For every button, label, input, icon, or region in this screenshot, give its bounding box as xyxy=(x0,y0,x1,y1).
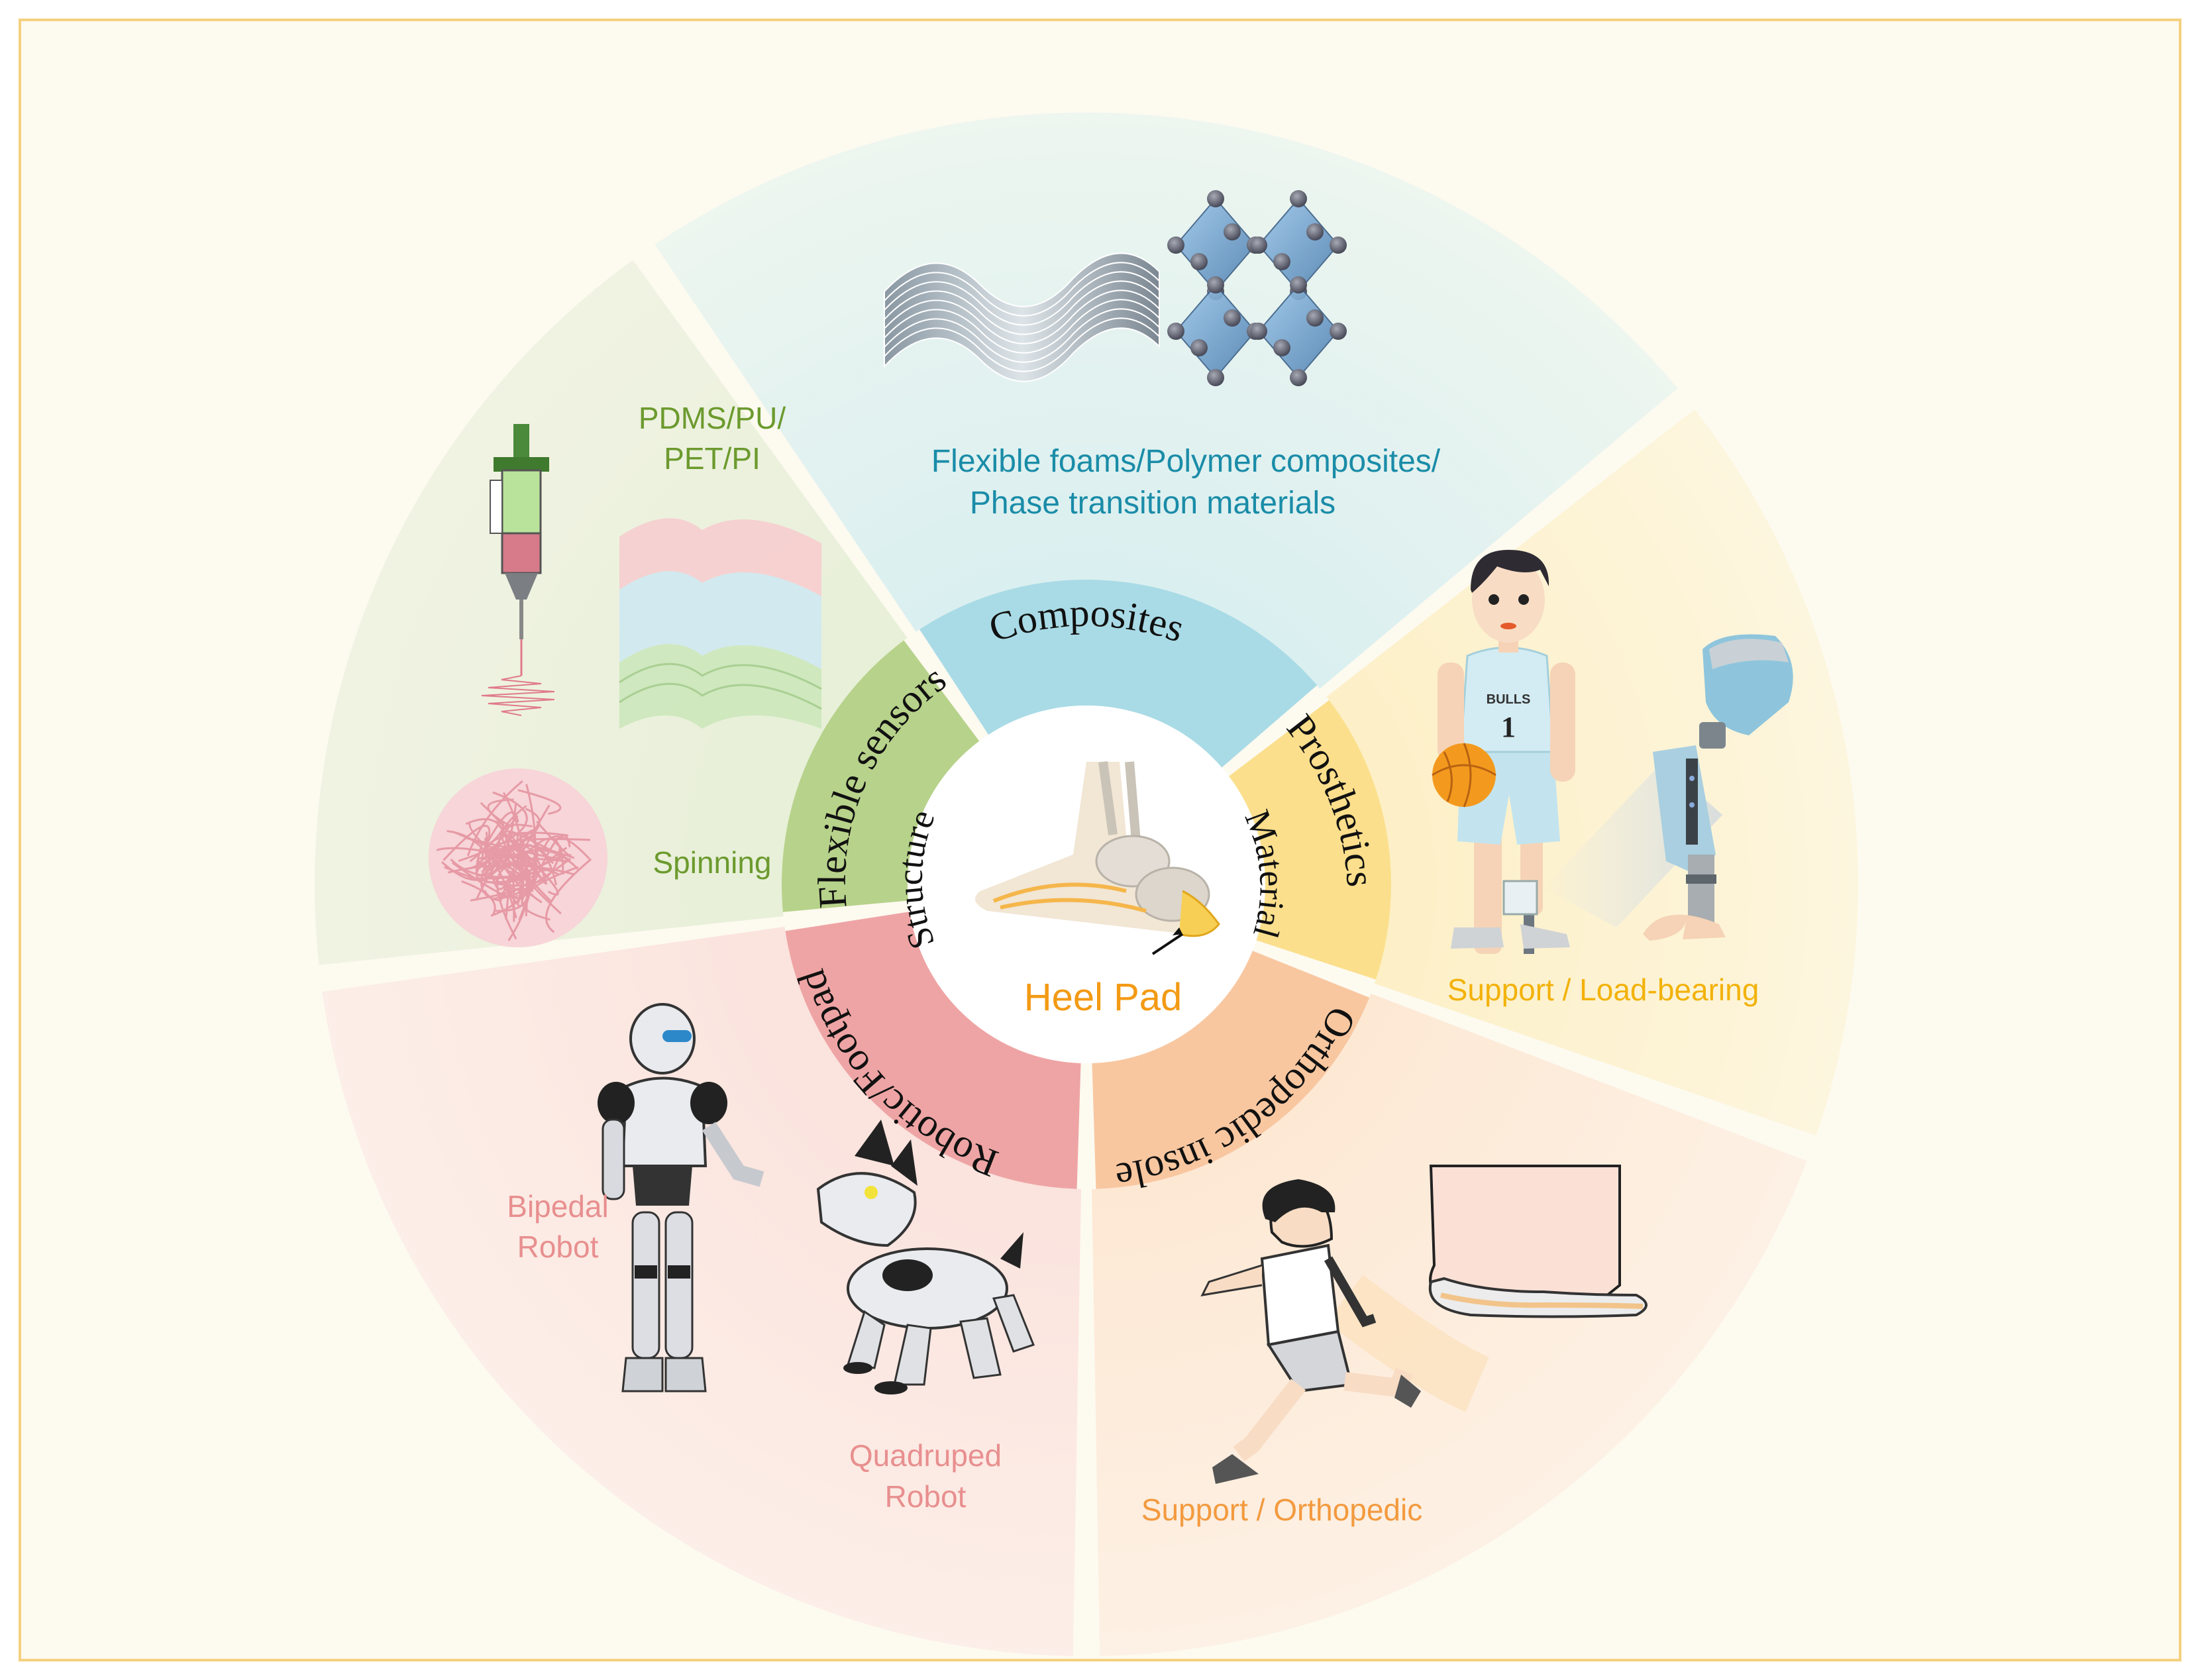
ring-band-orthopedic xyxy=(1092,951,1370,1189)
fiber-strand xyxy=(494,876,533,896)
fiber-strand xyxy=(484,837,490,866)
ring-band-composites xyxy=(919,580,1318,768)
hub-title: Heel Pad xyxy=(1024,976,1182,1019)
fiber-strand xyxy=(498,805,543,904)
inner-ring xyxy=(782,580,1391,1189)
ring-band-sensors xyxy=(782,640,980,912)
octahedron xyxy=(1167,190,1264,300)
jersey-number: 1 xyxy=(1501,711,1516,743)
foot-skeleton-icon xyxy=(975,761,1220,955)
jersey-team: BULLS xyxy=(1487,692,1531,707)
fiber-strand xyxy=(517,789,562,815)
fiber-strand xyxy=(466,780,523,857)
fiber-strand xyxy=(491,838,591,860)
quadruped-label-line1: Quadruped xyxy=(849,1438,1002,1473)
octahedron xyxy=(1167,276,1264,386)
robot-dog-icon xyxy=(816,1120,1035,1394)
sensor-materials-line2: PET/PI xyxy=(664,441,760,476)
fiber-strand xyxy=(487,798,514,829)
orthopedic-caption: Support / Orthopedic xyxy=(1141,1493,1422,1527)
wave-layers-icon xyxy=(884,252,1160,382)
prosthetic-leg-icon xyxy=(1544,634,1793,941)
ring-band-prosthetics xyxy=(1229,700,1391,980)
octahedron xyxy=(1250,276,1347,386)
fiber-strand xyxy=(509,844,575,915)
fiber-strand xyxy=(536,821,572,857)
syringe-icon xyxy=(481,424,555,716)
sector-robotic xyxy=(322,927,1081,1656)
sensor-materials-line1: PDMS/PU/ xyxy=(639,401,786,435)
insole-foot-icon xyxy=(1326,1165,1648,1412)
wave-sheet xyxy=(884,317,1160,382)
fiber-ball-icon xyxy=(429,768,607,947)
octahedron xyxy=(1250,190,1347,300)
ring-band-robotic xyxy=(785,912,1081,1189)
layered-film-icon xyxy=(619,518,822,729)
composites-materials-line1: Flexible foams/Polymer composites/ xyxy=(931,444,1441,479)
bipedal-label-line2: Robot xyxy=(517,1230,599,1264)
fiber-strand xyxy=(543,835,590,860)
basketball-player-icon: BULLS 1 xyxy=(1432,550,1575,954)
fiber-strand xyxy=(531,844,539,892)
quadruped-label-line2: Robot xyxy=(885,1479,967,1514)
fiber-strand xyxy=(490,833,530,917)
composites-materials-line2: Phase transition materials xyxy=(970,486,1336,521)
fiber-strand xyxy=(501,823,552,903)
fiber-strand xyxy=(450,858,547,878)
humanoid-robot-icon xyxy=(598,1003,764,1392)
crystal-lattice-icon xyxy=(1167,190,1347,386)
sector-composites xyxy=(655,112,1678,689)
fiber-strand xyxy=(496,863,559,940)
fiber-strand xyxy=(452,862,519,898)
fiber-strand xyxy=(458,791,528,863)
sector-orthopedic xyxy=(1092,993,1807,1656)
fiber-strand xyxy=(461,880,496,915)
sector-prosthetics xyxy=(1326,409,1858,1136)
bipedal-label-line1: Bipedal xyxy=(507,1189,608,1224)
spinning-label: Spinning xyxy=(653,845,771,880)
runner-icon xyxy=(1200,1179,1421,1484)
fiber-strand xyxy=(441,804,517,881)
fiber-strand xyxy=(507,784,537,941)
prosthetics-caption: Support / Load-bearing xyxy=(1447,972,1759,1007)
fiber-strand xyxy=(511,839,559,896)
